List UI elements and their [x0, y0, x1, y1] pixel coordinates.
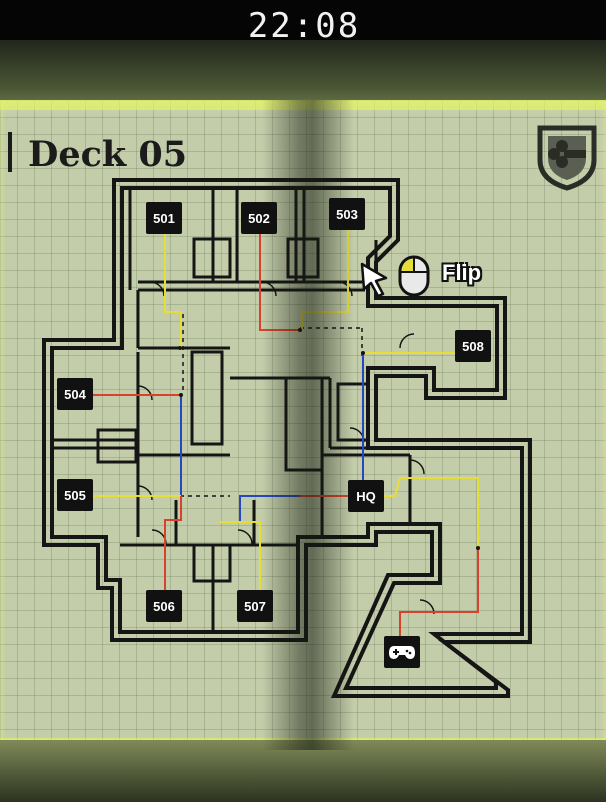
background-bottom [0, 740, 606, 802]
flip-hint[interactable]: Flip [356, 252, 496, 300]
deck-title-bar [8, 132, 12, 172]
arrow-cursor-icon [360, 262, 388, 298]
background-top [0, 40, 606, 110]
faction-shield-icon [537, 125, 597, 191]
wiring [75, 216, 479, 652]
room-506-label: 506 [146, 590, 182, 622]
room-507-label: 507 [237, 590, 273, 622]
dashed-walls [180, 314, 363, 497]
outer-walls [42, 178, 532, 698]
timer: 22:08 [247, 6, 361, 46]
room-508-label: 508 [455, 330, 491, 362]
room-505-label: 505 [57, 479, 93, 511]
room-501-label: 501 [146, 202, 182, 234]
deck-title-text: Deck 05 [28, 134, 188, 175]
room-502-label: 502 [241, 202, 277, 234]
room-hq-label: HQ [348, 480, 384, 512]
flip-label: Flip [442, 260, 482, 285]
gamepad-icon [384, 636, 420, 668]
room-504-label: 504 [57, 378, 93, 410]
mouse-icon [398, 255, 430, 297]
deck-title: Deck 05 [8, 132, 187, 178]
room-503-label: 503 [329, 198, 365, 230]
